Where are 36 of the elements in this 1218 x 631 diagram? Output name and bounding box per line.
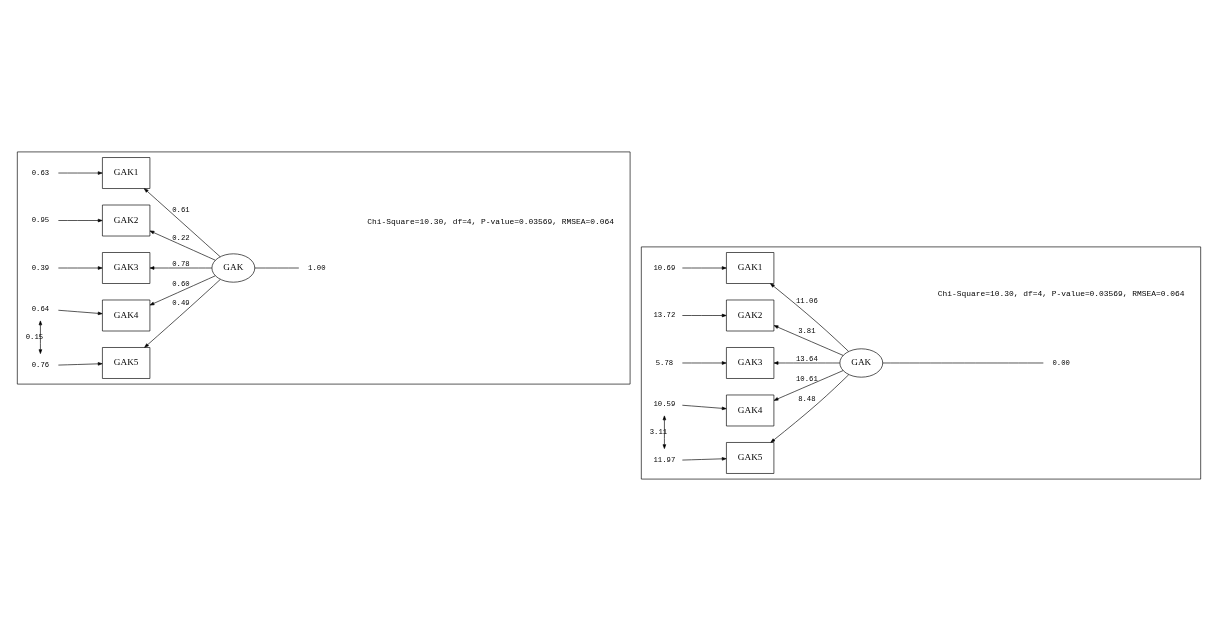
arrow — [58, 309, 103, 316]
node-box: GAK2 — [102, 204, 151, 237]
cluster — [17, 151, 631, 385]
arrow — [149, 275, 216, 306]
arrow — [144, 279, 221, 348]
node-box: GAK2 — [726, 299, 775, 332]
arrow — [773, 325, 844, 356]
arrow — [770, 374, 850, 443]
node-ellipse: GAK — [839, 348, 884, 378]
arrow — [662, 415, 667, 449]
node-box: GAK5 — [102, 347, 151, 379]
arrow — [149, 266, 213, 270]
node-box: GAK4 — [726, 394, 775, 427]
node-box: GAK4 — [102, 299, 151, 332]
node-box: GAK3 — [726, 347, 775, 379]
arrow — [682, 457, 727, 461]
arrow — [682, 313, 727, 318]
arrow — [149, 230, 216, 261]
cluster — [641, 246, 1201, 480]
node-ellipse: GAK — [211, 253, 256, 283]
arrow — [143, 188, 221, 258]
arrow — [38, 320, 43, 354]
arrow — [770, 283, 849, 352]
arrow — [682, 404, 727, 411]
node-box: GAK1 — [726, 252, 775, 284]
arrow — [773, 370, 844, 401]
arrow — [682, 266, 727, 270]
node-box: GAK5 — [726, 442, 775, 474]
arrow — [58, 171, 103, 175]
arrow — [682, 361, 727, 365]
node-box: GAK1 — [102, 157, 151, 189]
arrow — [58, 266, 103, 270]
arrow — [58, 362, 103, 366]
node-box: GAK3 — [102, 252, 151, 284]
arrow — [773, 361, 841, 365]
arrow — [58, 218, 103, 223]
